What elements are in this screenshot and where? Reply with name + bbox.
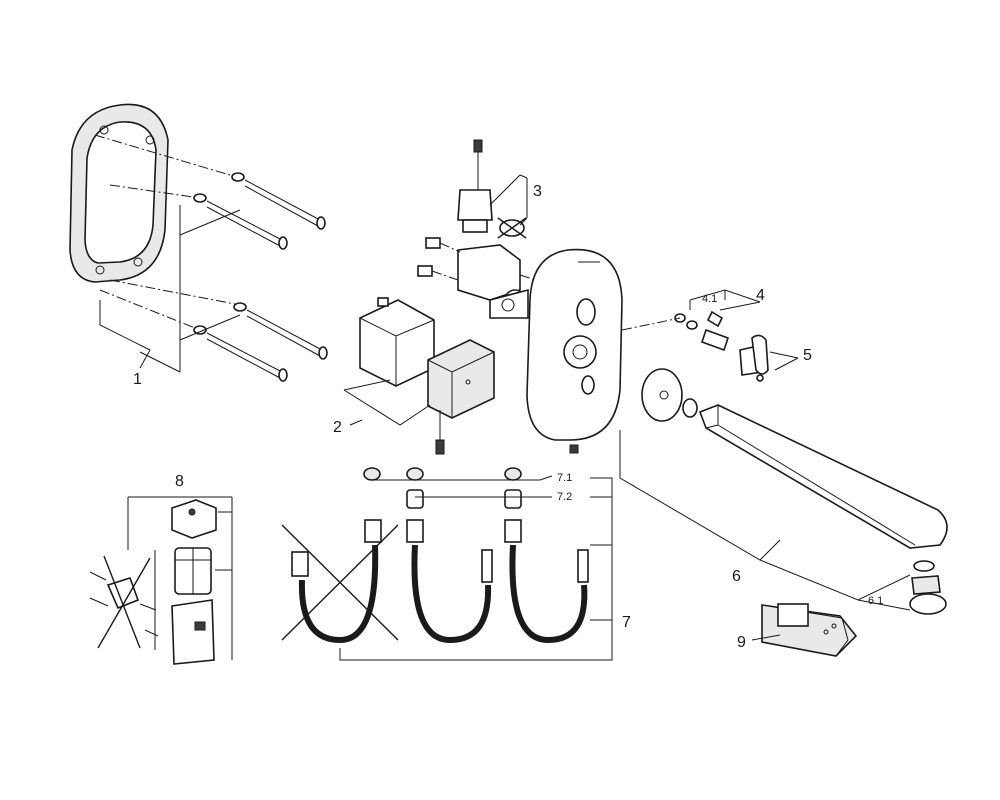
part-7-1-filters — [363, 467, 522, 481]
label-5: 5 — [803, 347, 812, 364]
label-3: 3 — [533, 183, 542, 200]
label-7-2: 7.2 — [557, 491, 572, 503]
part-6-1-aerator — [909, 560, 947, 615]
leader-7 — [339, 477, 613, 661]
leader-3 — [489, 174, 528, 226]
label-7-1: 7.1 — [557, 472, 572, 484]
label-9: 9 — [737, 634, 746, 651]
hose-crossed-out — [281, 519, 399, 644]
part-8-battery-set — [171, 499, 217, 665]
leader-1 — [99, 300, 151, 369]
label-1: 1 — [133, 371, 142, 388]
valve-body — [417, 237, 601, 319]
label-4: 4 — [756, 287, 765, 304]
rosette-flange — [641, 368, 698, 422]
leader-7-1 — [372, 475, 553, 481]
leader-4 — [689, 289, 761, 311]
part-5-lever-handle — [739, 334, 769, 382]
leader-5 — [769, 351, 799, 371]
screw-4 — [193, 325, 288, 382]
label-4-1: 4.1 — [702, 293, 717, 305]
label-7: 7 — [622, 614, 631, 631]
label-2: 2 — [333, 419, 342, 436]
cover-plate — [526, 248, 623, 454]
leader-8 — [127, 496, 233, 660]
mounting-clip-crossed-out — [89, 555, 159, 649]
part-3-solenoid-valve — [457, 139, 493, 233]
valve-cap-crossed-out — [497, 217, 527, 239]
screw-3 — [233, 302, 328, 360]
label-8: 8 — [175, 473, 184, 490]
label-6: 6 — [732, 568, 741, 585]
part-2-power-supply — [427, 339, 495, 455]
part-6-spout — [698, 404, 948, 549]
screw-set — [139, 172, 328, 382]
part-2-junction-box — [359, 297, 435, 387]
part-9-remote-control — [761, 603, 858, 657]
screw-1 — [231, 172, 326, 230]
part-4-cartridge — [621, 310, 730, 352]
leader-2 — [343, 379, 431, 426]
leader-6 — [619, 430, 911, 611]
hose-2 — [504, 519, 589, 644]
screw-2 — [193, 193, 288, 250]
part-7-2-check-valves — [406, 489, 522, 509]
label-6-1: 6.1 — [868, 595, 883, 607]
hose-1 — [406, 519, 493, 644]
leader-9 — [751, 634, 781, 641]
part-1-mounting-frame — [69, 103, 241, 331]
